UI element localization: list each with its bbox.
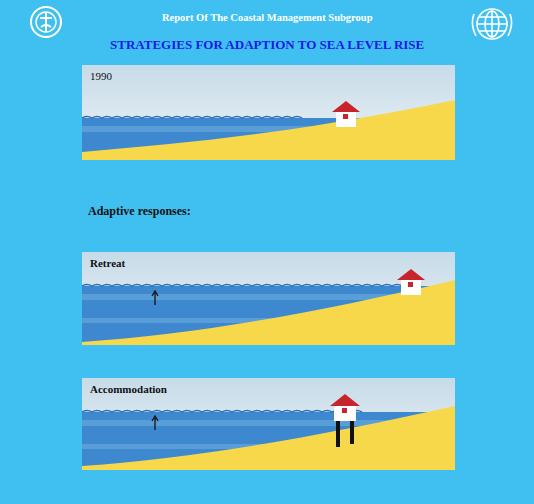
header-text: Report Of The Coastal Management Subgrou… — [162, 12, 373, 23]
scene-accommodation — [82, 378, 455, 470]
diagram-title: STRATEGIES FOR ADAPTION TO SEA LEVEL RIS… — [110, 37, 424, 53]
panel-label: Retreat — [90, 257, 447, 269]
scene-1990 — [82, 65, 455, 160]
section-label: Adaptive responses: — [88, 204, 191, 219]
scene-panel: Accommodation — [82, 378, 455, 470]
unep-logo — [31, 7, 61, 37]
wmo-logo — [472, 9, 511, 39]
panel-label: Accommodation — [90, 383, 447, 395]
panel-label: 1990 — [90, 70, 447, 82]
scene-retreat — [82, 252, 455, 345]
scene-panel: 1990 — [82, 65, 455, 160]
scene-panel: Retreat — [82, 252, 455, 345]
